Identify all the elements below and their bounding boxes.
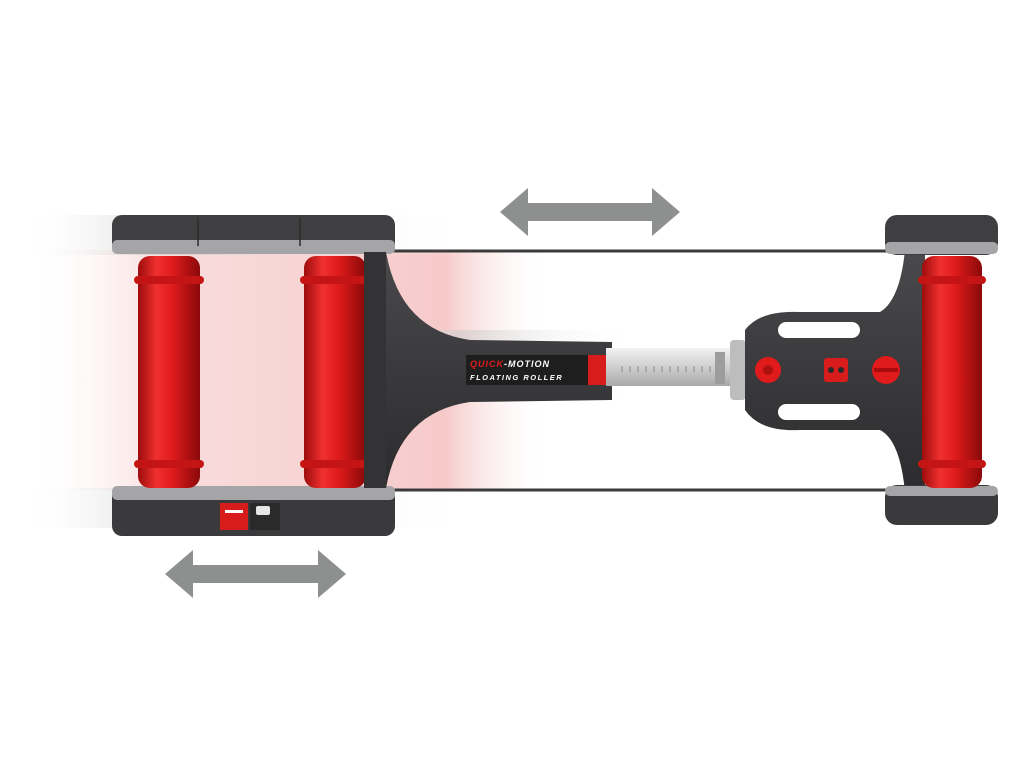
adjustment-knob-left [755,357,781,383]
rear-roller-1 [134,256,204,488]
rear-frame-top [112,215,395,254]
extension-rail [606,340,746,400]
brand-name: QUICK-MOTION [470,359,550,369]
rear-frame-bottom [112,486,395,536]
adjustment-knob-right [872,356,900,384]
product-subtitle: FLOATING ROLLER [470,373,563,382]
side-rails [390,249,940,492]
product-label: QUICK-MOTION FLOATING ROLLER [466,355,606,385]
rear-roller-2 [300,256,370,488]
double-arrow-bottom-icon [165,550,346,598]
front-roller [918,256,986,488]
double-arrow-top-icon [500,188,680,236]
control-panel [824,358,848,382]
